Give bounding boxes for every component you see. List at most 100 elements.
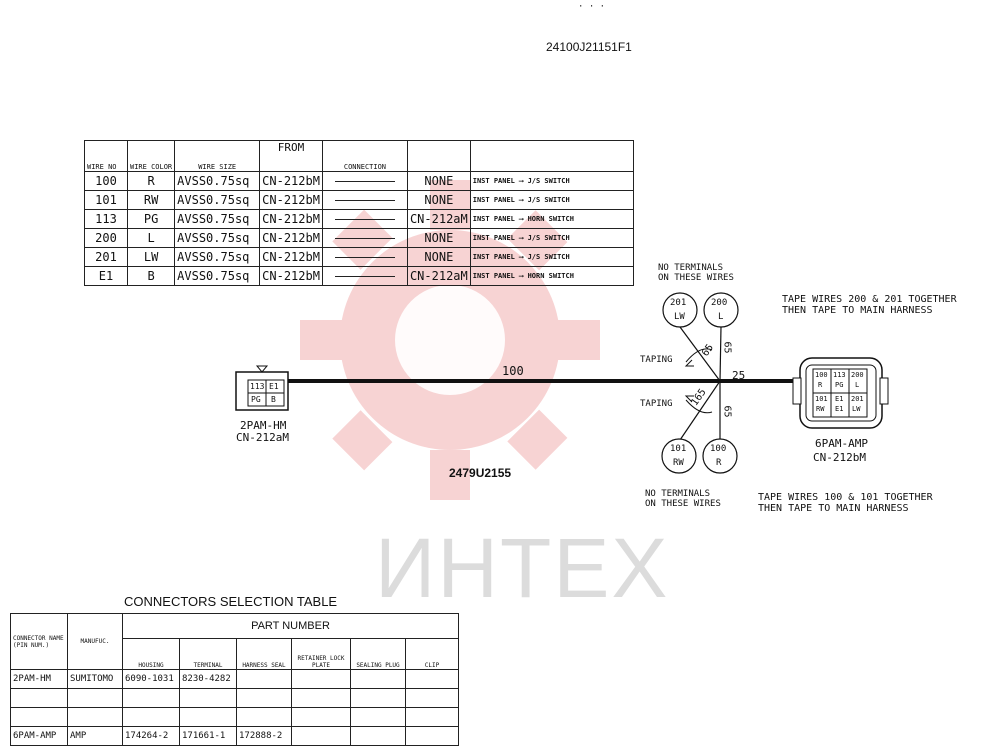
table-row: 101 RW AVSS0.75sq CN-212bM NONE INST PAN… xyxy=(84,190,634,210)
lower-branch-length-b: 65 xyxy=(721,405,733,418)
wire-size: AVSS0.75sq xyxy=(174,266,261,286)
header-part-number: PART NUMBER xyxy=(122,613,459,639)
left-connector-cell: PG xyxy=(251,395,261,404)
right-connector-cell: 201 xyxy=(851,395,864,403)
watermark-text: ИНТЕХ xyxy=(375,521,670,615)
connector-housing: 6090-1031 xyxy=(122,669,180,689)
taping-arc-lower xyxy=(685,399,713,414)
left-connector-cell: B xyxy=(271,395,276,404)
wire-color: B xyxy=(126,266,176,286)
connector-name xyxy=(10,707,68,727)
right-connector-cell: LW xyxy=(852,405,861,413)
connector-manufac: AMP xyxy=(67,726,123,746)
connector-housing xyxy=(122,688,180,708)
connector-retainer xyxy=(291,688,351,708)
connector-manufac: SUMITOMO xyxy=(67,669,123,689)
terminal-circle-101 xyxy=(661,438,697,474)
connector-plug xyxy=(350,726,406,746)
connector-clip xyxy=(405,688,459,708)
connector-table-title: CONNECTORS SELECTION TABLE xyxy=(124,594,338,609)
right-connector-cell: 113 xyxy=(833,371,846,379)
taping-arrow-lower xyxy=(684,395,694,403)
connector-seal xyxy=(236,688,292,708)
connector-plug xyxy=(350,688,406,708)
right-connector-cell: 100 xyxy=(815,371,828,379)
connector-clip xyxy=(405,726,459,746)
wire-route: INST PANEL ⟶ HORN SWITCH xyxy=(469,266,634,286)
header-wire-color: WIRE COLOR xyxy=(126,140,176,172)
connector-retainer xyxy=(291,726,351,746)
connector-plug xyxy=(350,707,406,727)
terminal-circle-201 xyxy=(662,292,698,328)
wire-to: NONE xyxy=(406,247,471,267)
connector-seal xyxy=(236,669,292,689)
connector-manufac xyxy=(67,707,123,727)
right-connector-cell: R xyxy=(818,381,823,389)
header-retainer: RETAINER LOCK PLATE xyxy=(291,638,351,670)
wire-no: E1 xyxy=(84,266,128,286)
connector-name: 2PAM-HM xyxy=(10,669,68,689)
terminal-circle-200 xyxy=(703,292,739,328)
connector-retainer xyxy=(291,707,351,727)
terminal-color: R xyxy=(716,458,722,468)
right-connector-id: CN-212bM xyxy=(813,451,866,464)
connector-terminal xyxy=(179,688,237,708)
wire-no: 201 xyxy=(84,247,128,267)
connector-terminal: 8230-4282 xyxy=(179,669,237,689)
header-manufac: MANUFUC. xyxy=(67,613,123,670)
left-connector-cell: 113 xyxy=(250,382,265,391)
upper-branch-length-b: 65 xyxy=(721,341,733,354)
wire-size: AVSS0.75sq xyxy=(174,228,261,248)
left-connector-cell: E1 xyxy=(269,382,279,391)
connector-name: 6PAM-AMP xyxy=(10,726,68,746)
wire-no: 200 xyxy=(84,228,128,248)
terminal-num: 201 xyxy=(670,298,687,308)
connector-housing xyxy=(122,707,180,727)
header-connector-name: CONNECTOR NAME(PIN NUM.) xyxy=(10,613,68,670)
header-sealing-plug: SEALING PLUG xyxy=(350,638,406,670)
header-terminal: TERMINAL xyxy=(179,638,237,670)
wire-size: AVSS0.75sq xyxy=(174,190,261,210)
header-clip: CLIP xyxy=(405,638,459,670)
branch-length-label: 25 xyxy=(732,369,746,382)
terminal-color: RW xyxy=(673,458,684,468)
table-row: 100 R AVSS0.75sq CN-212bM NONE INST PANE… xyxy=(84,171,634,191)
table-row: 6PAM-AMP AMP 174264-2 171661-1 172888-2 xyxy=(10,726,459,746)
wire-table-header: WIRE NO WIRE COLOR WIRE SIZE FROM CONNEC… xyxy=(84,140,634,172)
terminal-num: 101 xyxy=(670,444,687,454)
connector-plug xyxy=(350,669,406,689)
table-row: E1 B AVSS0.75sq CN-212bM CN-212aM INST P… xyxy=(84,266,634,286)
branch-wire-201 xyxy=(679,326,721,382)
document-number: 24100J21151F1 xyxy=(546,40,632,54)
connector-manufac xyxy=(67,688,123,708)
taping-label-lower: TAPING xyxy=(640,399,673,409)
right-connector-cell: 200 xyxy=(851,371,864,379)
right-connector-cell: L xyxy=(855,381,860,389)
left-connector-name: 2PAM-HM xyxy=(240,419,287,432)
connector-terminal: 171661-1 xyxy=(179,726,237,746)
taping-label-upper: TAPING xyxy=(640,355,673,365)
branch-wire-101 xyxy=(679,380,721,441)
terminal-circle-100 xyxy=(702,438,738,474)
connector-clip xyxy=(405,669,459,689)
wire-from: CN-212bM xyxy=(259,266,323,286)
top-mark: · · · xyxy=(578,2,606,12)
header-wire-no: WIRE NO xyxy=(84,140,128,172)
table-row: 2PAM-HM SUMITOMO 6090-1031 8230-4282 xyxy=(10,669,459,689)
wire-size: AVSS0.75sq xyxy=(174,209,261,229)
connector-seal xyxy=(236,707,292,727)
terminal-num: 100 xyxy=(710,444,727,454)
connector-housing: 174264-2 xyxy=(122,726,180,746)
connector-terminal xyxy=(179,707,237,727)
taping-arc-upper xyxy=(685,348,713,363)
connector-clip xyxy=(405,707,459,727)
connector-retainer xyxy=(291,669,351,689)
left-connector-id: CN-212aM xyxy=(236,431,289,444)
taping-arrow-upper xyxy=(684,359,694,367)
main-length-label: 100 xyxy=(502,364,524,378)
terminal-color: L xyxy=(718,312,724,322)
